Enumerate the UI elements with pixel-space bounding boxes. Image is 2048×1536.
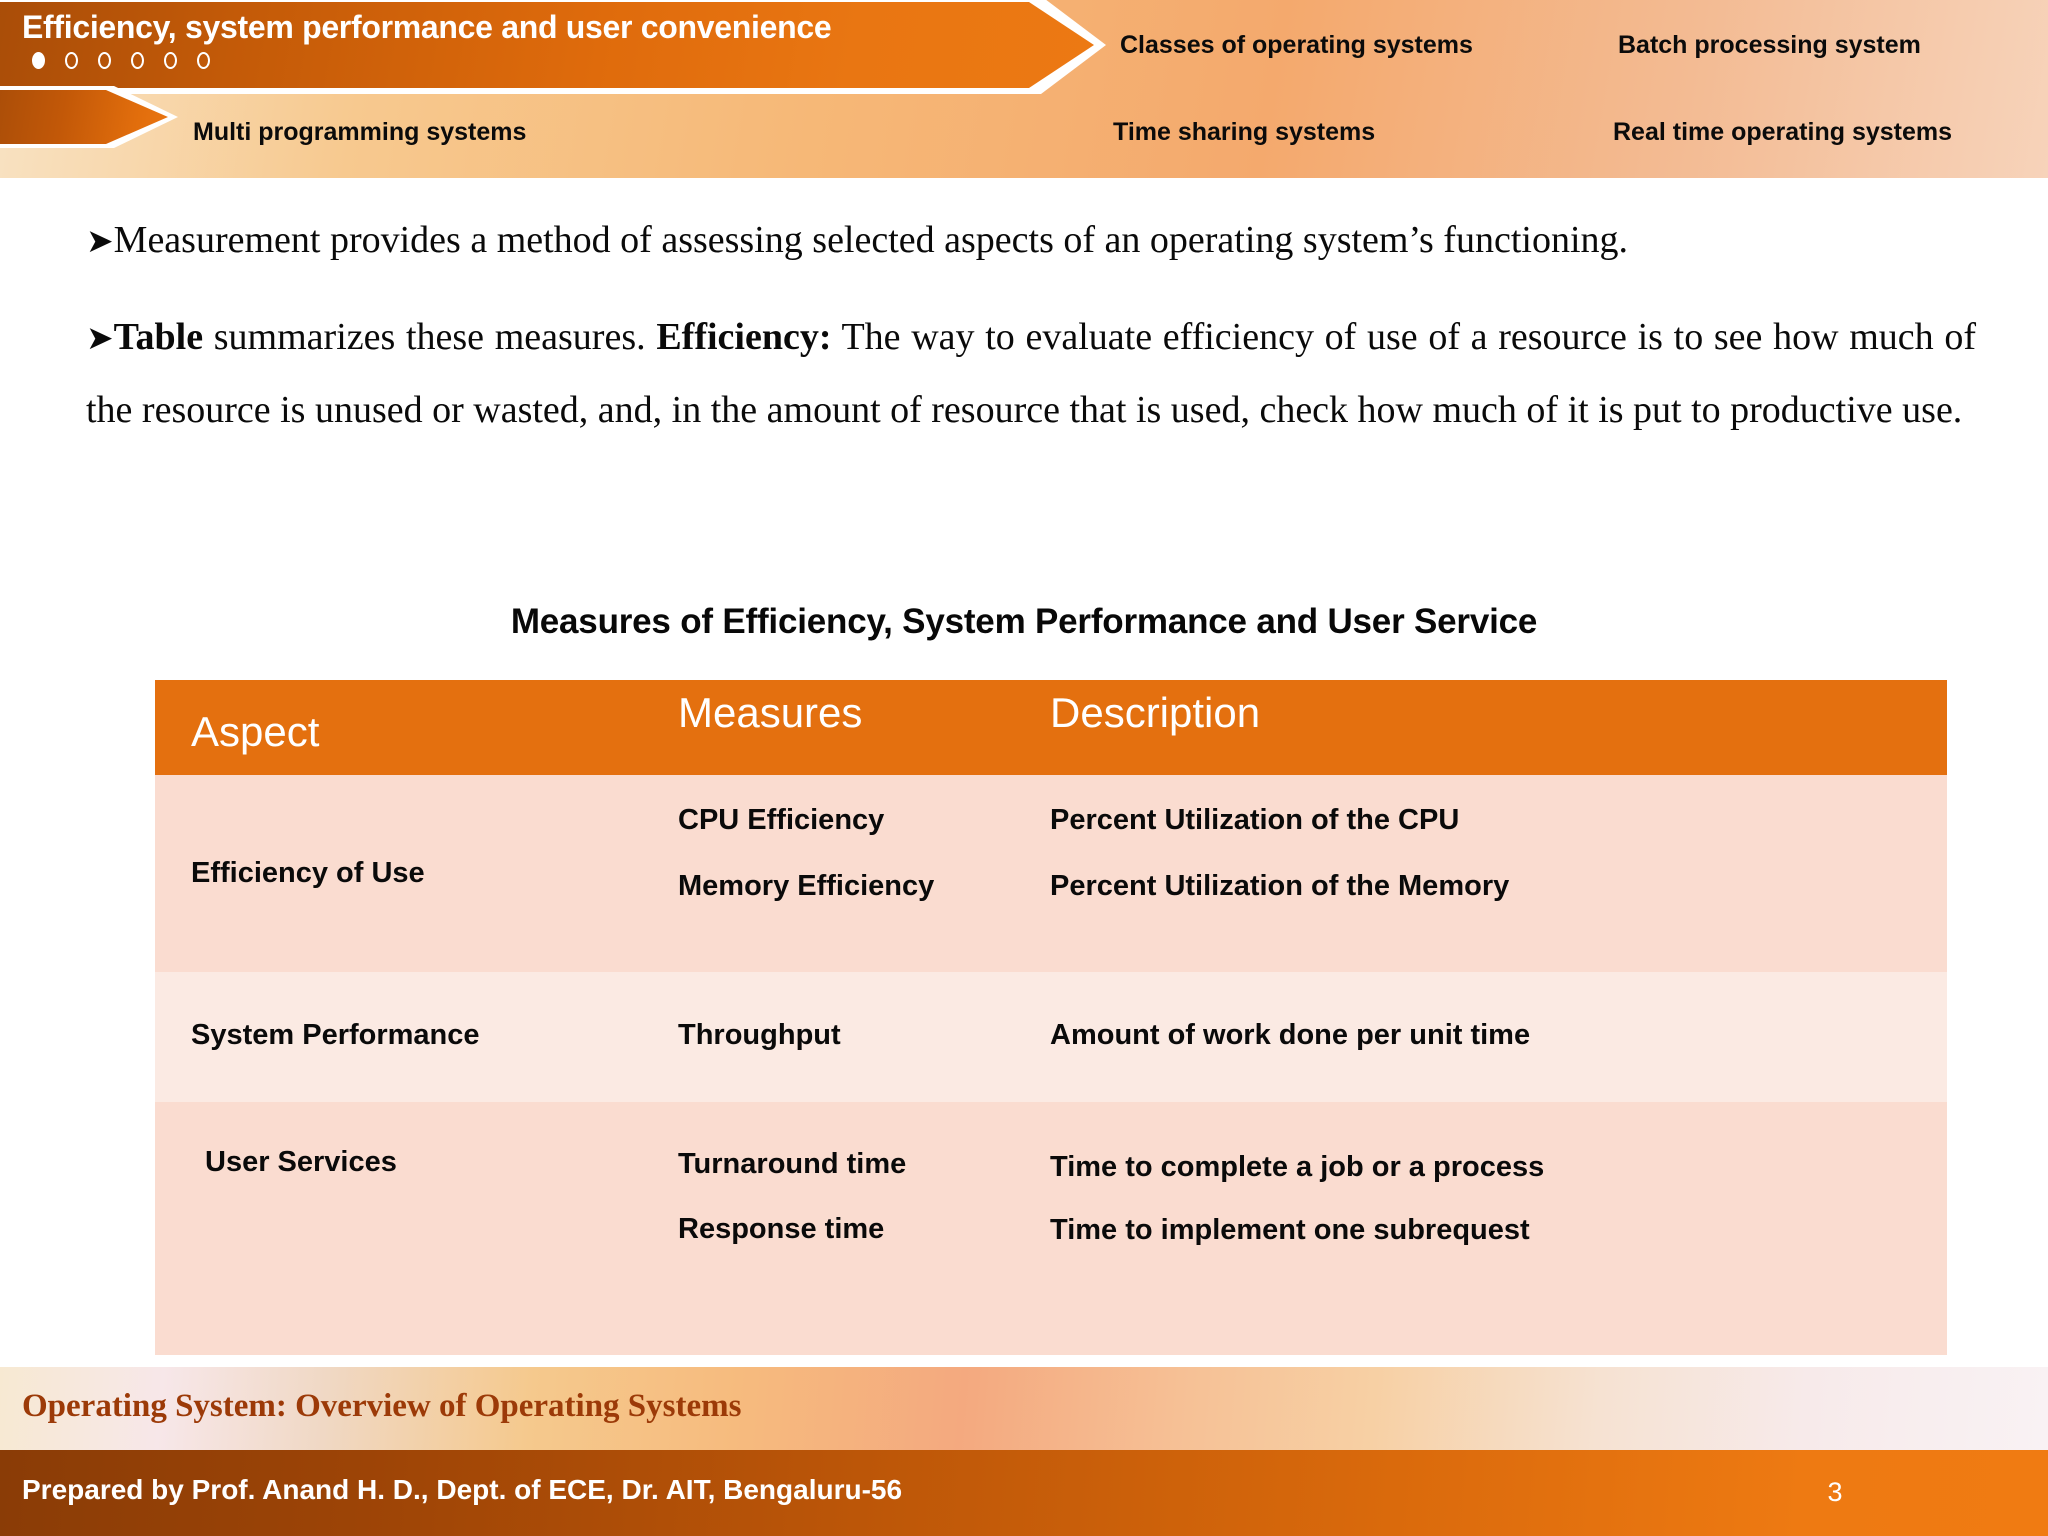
table-header-row: Aspect Measures Description: [155, 680, 1947, 775]
table-title: Measures of Efficiency, System Performan…: [510, 602, 1538, 641]
cell-measure: Memory Efficiency: [678, 870, 935, 902]
column-header-description: Description: [1050, 689, 1261, 736]
page-number: 3: [1827, 1477, 1843, 1507]
cell-measure: Response time: [678, 1213, 885, 1245]
table-row: System Performance Throughput Amount of …: [155, 972, 1947, 1102]
paragraph-table-efficiency: ➤Table summarizes these measures. Effici…: [86, 301, 1976, 446]
active-topic-banner[interactable]: [0, 2, 1094, 88]
progress-dot-3[interactable]: [98, 51, 111, 69]
nav-item-batch-processing-system[interactable]: Batch processing system: [1618, 31, 1921, 59]
sub-banner-chevron: [0, 90, 168, 144]
nav-item-classes-of-operating-systems[interactable]: Classes of operating systems: [1120, 31, 1473, 59]
progress-dot-5[interactable]: [164, 51, 177, 69]
bullet-arrow-icon: ➤: [86, 221, 114, 260]
progress-dot-2[interactable]: [65, 51, 78, 69]
column-header-aspect: Aspect: [191, 708, 320, 755]
cell-description: Time to implement one subrequest: [1050, 1214, 1530, 1246]
paragraph-measurement-text: Measurement provides a method of assessi…: [113, 219, 1628, 261]
slide-body: ➤Measurement provides a method of assess…: [86, 204, 1976, 470]
table-row: User Services Turnaround time Time to co…: [155, 1102, 1947, 1355]
paragraph-mid-text: summarizes these measures.: [203, 316, 657, 358]
nav-item-multi-programming-systems[interactable]: Multi programming systems: [193, 118, 527, 146]
cell-measure: Throughput: [678, 1019, 841, 1051]
progress-dot-4[interactable]: [131, 51, 144, 69]
cell-aspect: User Services: [205, 1146, 397, 1178]
cell-description: Percent Utilization of the Memory: [1050, 870, 1510, 902]
paragraph-rest-text: The way to evaluate efficiency of use of…: [86, 316, 1977, 431]
column-header-measures: Measures: [678, 689, 863, 736]
table-row: Efficiency of Use CPU Efficiency Percent…: [155, 775, 1947, 972]
cell-description: Amount of work done per unit time: [1050, 1019, 1531, 1051]
cell-measure: Turnaround time: [678, 1148, 907, 1180]
cell-measure: CPU Efficiency: [678, 804, 885, 836]
nav-item-real-time-operating-systems[interactable]: Real time operating systems: [1613, 118, 1953, 146]
progress-dot-1[interactable]: [32, 51, 45, 69]
banner-title: Efficiency, system performance and user …: [22, 9, 832, 45]
cell-description: Time to complete a job or a process: [1050, 1151, 1545, 1183]
footer-bar: [0, 1450, 2048, 1536]
nav-item-time-sharing-systems[interactable]: Time sharing systems: [1113, 118, 1376, 146]
keyword-table: Table: [113, 316, 204, 358]
keyword-efficiency: Efficiency:: [656, 316, 832, 358]
slide-header: Efficiency, system performance and user …: [0, 0, 2048, 178]
cell-description: Percent Utilization of the CPU: [1050, 804, 1460, 836]
measures-table: Aspect Measures Description Efficiency o…: [155, 680, 1947, 1355]
footer-course-title: Operating System: Overview of Operating …: [22, 1388, 742, 1424]
progress-dot-6[interactable]: [197, 51, 210, 69]
bullet-arrow-icon: ➤: [86, 318, 114, 357]
footer-gradient-band: [0, 1367, 2048, 1450]
cell-aspect: System Performance: [191, 1019, 480, 1051]
cell-aspect: Efficiency of Use: [191, 857, 425, 889]
paragraph-measurement: ➤Measurement provides a method of assess…: [86, 204, 1976, 277]
progress-dots: [32, 48, 210, 72]
footer-credit-text: Prepared by Prof. Anand H. D., Dept. of …: [22, 1474, 903, 1505]
